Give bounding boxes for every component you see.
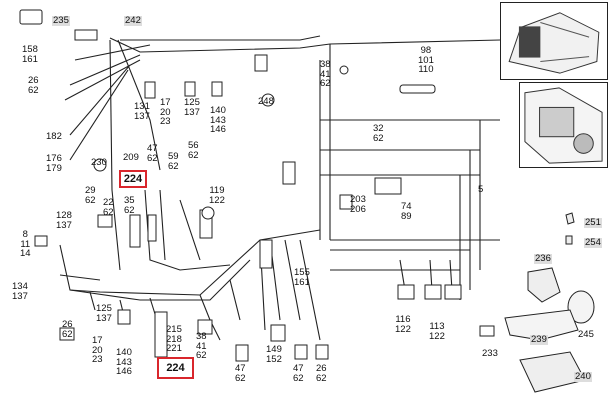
connector-icon xyxy=(254,54,268,72)
part-label: 128 137 xyxy=(56,210,72,231)
part-label: 8 11 14 xyxy=(20,229,31,259)
connector-icon xyxy=(374,177,402,195)
part-label: 140 143 146 xyxy=(210,105,226,135)
part-label: 254 xyxy=(584,237,602,248)
part-label: 35 62 xyxy=(124,195,135,216)
connector-icon xyxy=(97,214,113,228)
connector-icon xyxy=(397,284,415,300)
connector-icon xyxy=(144,81,156,99)
part-label: 113 122 xyxy=(429,321,445,342)
part-label: 22 62 xyxy=(103,197,114,218)
grommet-icon xyxy=(567,290,595,324)
connector-icon xyxy=(339,194,353,210)
bracket-icon xyxy=(527,267,561,303)
connector-icon xyxy=(147,214,157,242)
part-label: 158 161 xyxy=(22,44,38,65)
connector-icon xyxy=(315,344,329,360)
part-label: 116 122 xyxy=(395,314,411,335)
part-label: 240 xyxy=(574,371,592,382)
part-label: 245 xyxy=(578,329,594,340)
connector-icon xyxy=(184,81,196,97)
part-label: 215 218 221 xyxy=(166,324,182,354)
part-label: 203 206 xyxy=(350,194,366,215)
part-label: 47 62 xyxy=(293,363,304,384)
part-label: 182 xyxy=(46,131,62,142)
connector-icon xyxy=(270,324,286,342)
connector-icon xyxy=(93,158,107,172)
part-label: 38 41 62 xyxy=(196,331,207,361)
part-label: 98 101 110 xyxy=(418,45,434,75)
part-label: 125 137 xyxy=(96,303,112,324)
connector-icon xyxy=(424,284,442,300)
part-label: 131 137 xyxy=(134,101,150,122)
relay-icon xyxy=(201,206,215,220)
part-label: 239 xyxy=(530,334,548,345)
part-label: 233 xyxy=(482,348,498,359)
clip-icon xyxy=(565,235,573,245)
part-label: 26 62 xyxy=(28,75,39,96)
tray-icon xyxy=(504,309,579,341)
part-label: 56 62 xyxy=(188,140,199,161)
part-label: 235 xyxy=(52,15,70,26)
part-label: 155 161 xyxy=(294,267,310,288)
part-label: 125 137 xyxy=(184,97,200,118)
part-label: 149 152 xyxy=(266,344,282,365)
connector-icon xyxy=(211,81,223,97)
connector-icon xyxy=(282,161,296,185)
connector-icon xyxy=(444,284,462,300)
part-label: 47 62 xyxy=(235,363,246,384)
part-label: 176 179 xyxy=(46,153,62,174)
harness-line-top2 xyxy=(120,35,321,41)
part-label: 26 62 xyxy=(62,319,73,340)
part-label: 26 62 xyxy=(316,363,327,384)
part-label: 230 xyxy=(91,157,107,168)
connector-icon xyxy=(235,344,249,362)
part-label: 29 62 xyxy=(85,185,96,206)
vehicle-inset-top xyxy=(500,2,608,80)
part-label: 32 62 xyxy=(373,123,384,144)
part-label: 209 xyxy=(123,152,139,163)
connector-icon xyxy=(259,239,273,269)
part-label: 236 xyxy=(534,253,552,264)
connector-icon xyxy=(294,344,308,360)
part-label: 248 xyxy=(258,96,274,107)
connector-icon xyxy=(197,319,213,335)
vehicle-inset-engine xyxy=(519,82,608,168)
part-label: 74 89 xyxy=(401,201,412,222)
part-label: 38 41 62 xyxy=(320,59,331,89)
part-label: 242 xyxy=(124,15,142,26)
part-label: 59 62 xyxy=(168,151,179,172)
part-label: 140 143 146 xyxy=(116,347,132,377)
part-label: 251 xyxy=(584,217,602,228)
part-label: 119 122 xyxy=(209,185,225,206)
part-label: 47 62 xyxy=(147,143,158,164)
harness-line-top xyxy=(109,37,501,53)
connector-icon xyxy=(59,327,75,341)
part-label: 17 20 23 xyxy=(92,335,103,365)
connector-icon xyxy=(479,325,495,337)
connector-icon xyxy=(74,29,98,41)
grommet-icon xyxy=(261,93,275,107)
connector-icon xyxy=(339,65,349,75)
highlighted-part-224-bottom[interactable]: 224 xyxy=(157,357,194,379)
connector-icon xyxy=(117,309,131,325)
connector-icon xyxy=(34,235,48,247)
part-label: 17 20 23 xyxy=(160,97,171,127)
clip-icon xyxy=(565,212,575,225)
connector-icon xyxy=(129,214,141,248)
highlighted-part-224-top[interactable]: 224 xyxy=(119,170,147,188)
connector-icon xyxy=(399,84,436,94)
part-label: 134 137 xyxy=(12,281,28,302)
connector-icon xyxy=(19,9,43,25)
part-label: 5 xyxy=(478,184,484,195)
